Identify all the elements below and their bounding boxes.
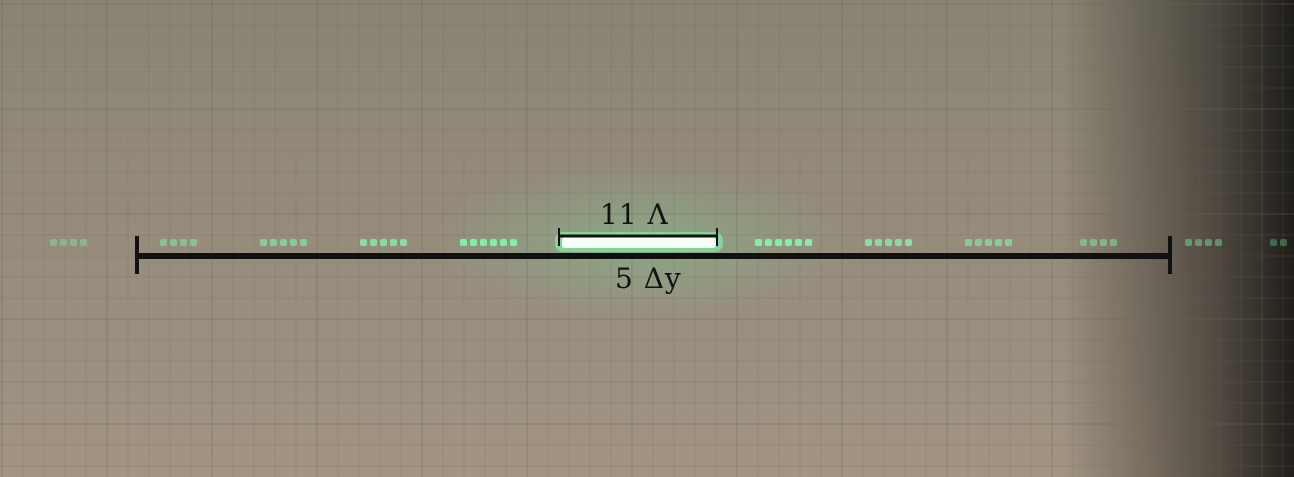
diffraction-spot	[965, 239, 972, 246]
diffraction-spot	[370, 239, 377, 246]
diffraction-spot	[50, 239, 57, 246]
short-scale-label: 11 Λ	[600, 198, 669, 231]
diffraction-spot	[1280, 239, 1287, 246]
diffraction-spot	[1005, 239, 1012, 246]
diffraction-spot	[400, 239, 407, 246]
diffraction-spot	[510, 239, 517, 246]
diffraction-spot	[390, 239, 397, 246]
diffraction-spot	[755, 239, 762, 246]
diffraction-spot	[1110, 239, 1117, 246]
diffraction-spot	[895, 239, 902, 246]
diffraction-spot	[795, 239, 802, 246]
diffraction-spot	[1195, 239, 1202, 246]
diffraction-spot	[280, 239, 287, 246]
diffraction-spot	[480, 239, 487, 246]
diffraction-spot	[260, 239, 267, 246]
diffraction-spot	[380, 239, 387, 246]
diffraction-spot	[1100, 239, 1107, 246]
diffraction-spot	[785, 239, 792, 246]
diffraction-spot	[765, 239, 772, 246]
diffraction-spot	[865, 239, 872, 246]
diffraction-spot	[460, 239, 467, 246]
central-maximum	[562, 237, 716, 248]
diffraction-spot	[190, 239, 197, 246]
diffraction-spot	[60, 239, 67, 246]
diffraction-spot	[905, 239, 912, 246]
diffraction-spot	[975, 239, 982, 246]
diffraction-spot	[180, 239, 187, 246]
diffraction-spot	[300, 239, 307, 246]
diffraction-spot	[1185, 239, 1192, 246]
diffraction-spot	[170, 239, 177, 246]
diffraction-spot	[875, 239, 882, 246]
diffraction-spot	[490, 239, 497, 246]
diffraction-spot	[1215, 239, 1222, 246]
diffraction-spot	[1080, 239, 1087, 246]
diffraction-spot	[995, 239, 1002, 246]
diffraction-spot	[160, 239, 167, 246]
diffraction-spot	[1270, 239, 1277, 246]
diffraction-spot	[775, 239, 782, 246]
diffraction-spot	[805, 239, 812, 246]
diffraction-spot	[985, 239, 992, 246]
diffraction-spot	[270, 239, 277, 246]
diffraction-spot	[500, 239, 507, 246]
diffraction-spot	[360, 239, 367, 246]
diffraction-spot	[470, 239, 477, 246]
diffraction-spot	[80, 239, 87, 246]
diffraction-spot	[1090, 239, 1097, 246]
diffraction-spot	[70, 239, 77, 246]
diffraction-spot	[1205, 239, 1212, 246]
diffraction-spot	[290, 239, 297, 246]
long-scale-label: 5 Δy	[615, 262, 682, 295]
diffraction-spot	[885, 239, 892, 246]
